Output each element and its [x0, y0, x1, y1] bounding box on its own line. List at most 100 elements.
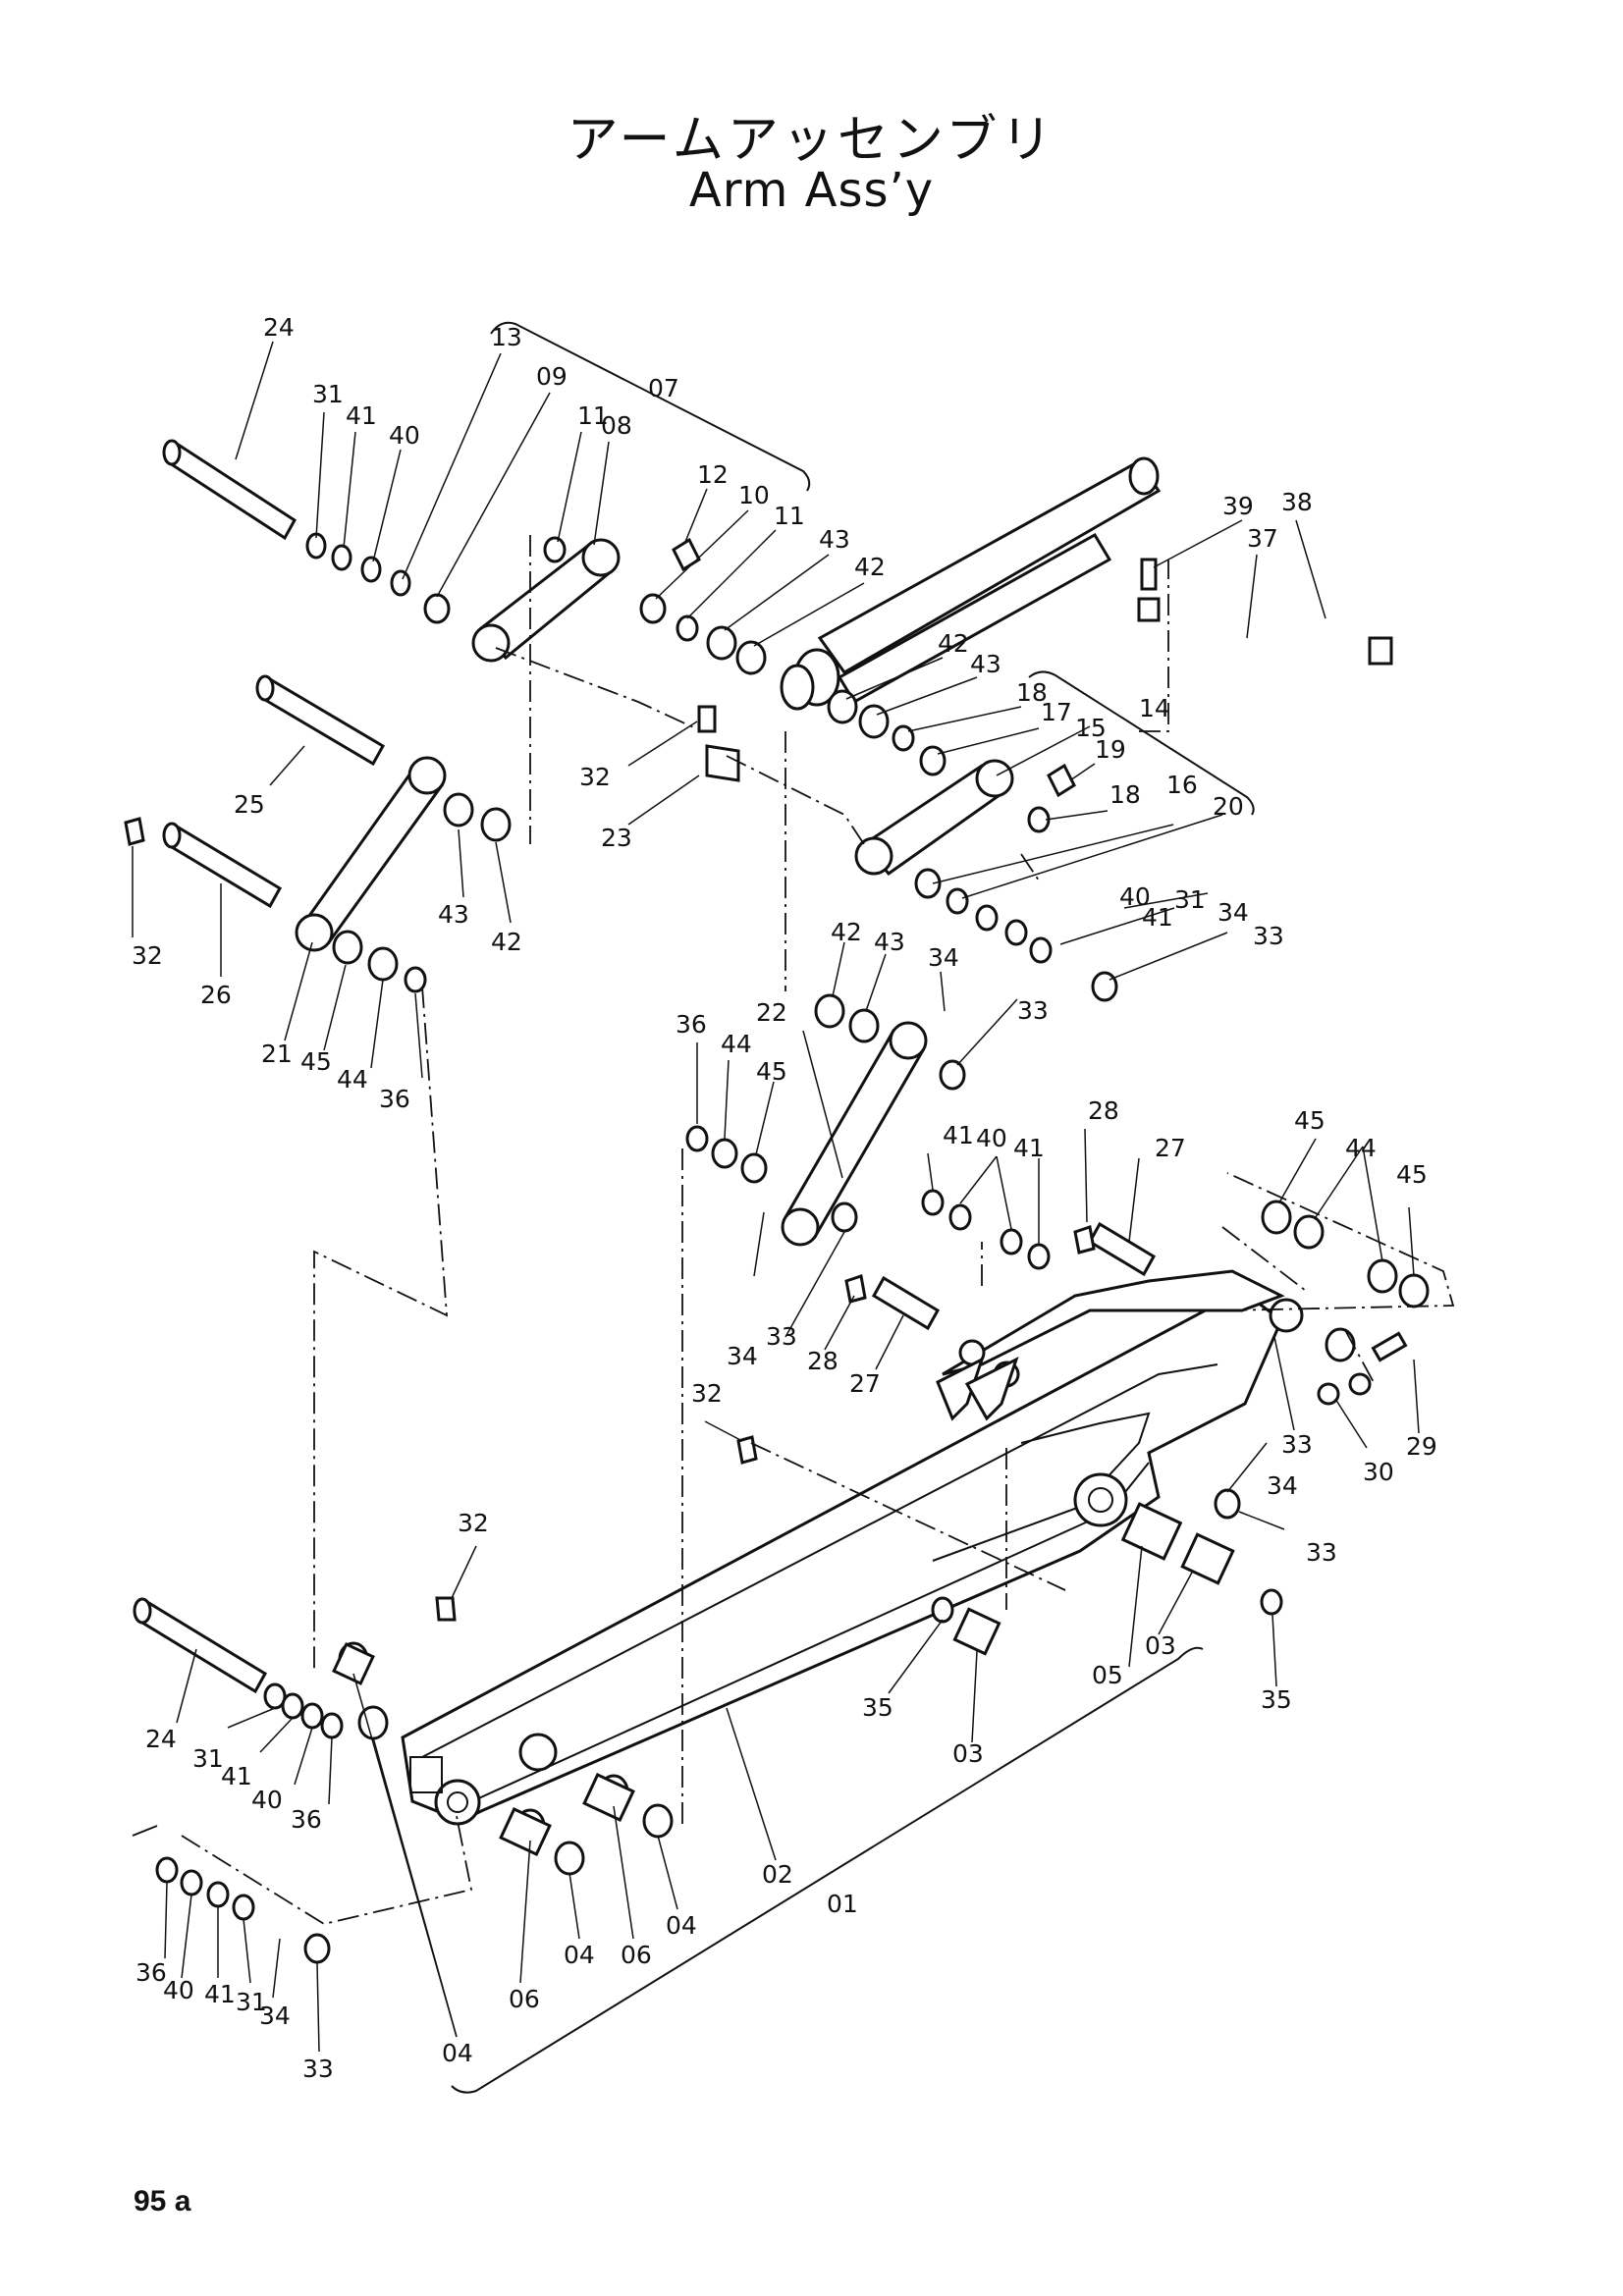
- callout-45: 45: [1294, 1106, 1325, 1135]
- callout-45: 45: [1396, 1160, 1428, 1189]
- callout-31: 31: [1174, 885, 1206, 914]
- callout-34: 34: [1217, 898, 1249, 927]
- page-title-japanese: アームアッセンブリ: [567, 111, 1056, 170]
- assembly-centerlines: [181, 535, 1455, 1925]
- callout-05: 05: [1092, 1661, 1123, 1689]
- callout-labels: 24 31 41 40 13 09 11 08 07 12 10 11 43 4…: [132, 313, 1437, 2083]
- bushings-washers: [155, 532, 1430, 1964]
- callout-33: 33: [1253, 922, 1284, 950]
- callout-11: 11: [577, 401, 609, 430]
- callout-34: 34: [727, 1342, 758, 1370]
- callout-32: 32: [691, 1379, 723, 1408]
- callout-41: 41: [204, 1980, 236, 2008]
- callout-24: 24: [263, 313, 295, 342]
- arm-cylinder: [780, 456, 1162, 711]
- callout-36: 36: [135, 1958, 167, 1987]
- callout-42: 42: [938, 629, 969, 658]
- callout-28: 28: [807, 1347, 839, 1375]
- group-brackets: [132, 321, 1255, 2094]
- callout-36: 36: [676, 1010, 707, 1039]
- callout-09: 09: [536, 362, 568, 391]
- callout-35: 35: [862, 1693, 893, 1722]
- callout-38: 38: [1281, 488, 1313, 516]
- callout-45: 45: [300, 1047, 332, 1076]
- callout-44: 44: [337, 1065, 368, 1094]
- callout-18: 18: [1016, 678, 1048, 707]
- callout-35: 35: [1261, 1685, 1292, 1714]
- callout-33: 33: [766, 1322, 797, 1351]
- callout-42: 42: [831, 918, 862, 946]
- callout-30: 30: [1363, 1458, 1394, 1486]
- callout-44: 44: [1345, 1134, 1377, 1162]
- callout-28: 28: [1088, 1096, 1119, 1125]
- callout-22: 22: [756, 998, 787, 1027]
- callout-17: 17: [1041, 698, 1072, 726]
- callout-08: 08: [601, 411, 632, 440]
- callout-03: 03: [1145, 1631, 1176, 1660]
- callout-43: 43: [819, 525, 850, 554]
- callout-06: 06: [509, 1985, 540, 2013]
- callout-19: 19: [1095, 735, 1126, 764]
- callout-40: 40: [251, 1786, 283, 1814]
- leader-lines: [132, 341, 1420, 2053]
- callout-41: 41: [1013, 1134, 1045, 1162]
- callout-31: 31: [192, 1744, 224, 1773]
- callout-33: 33: [1281, 1430, 1313, 1459]
- callout-40: 40: [976, 1124, 1007, 1152]
- callout-02: 02: [762, 1860, 793, 1889]
- callout-12: 12: [697, 460, 729, 489]
- callout-31: 31: [312, 380, 344, 408]
- page-number: 95 a: [134, 2185, 191, 2217]
- callout-41: 41: [1142, 903, 1173, 932]
- callout-37: 37: [1247, 524, 1278, 553]
- callout-13: 13: [491, 323, 522, 351]
- callout-23: 23: [601, 824, 632, 852]
- callout-36: 36: [379, 1085, 410, 1113]
- callout-39: 39: [1222, 492, 1254, 520]
- page-title-english: Arm Ass’y: [688, 163, 935, 218]
- callout-42: 42: [491, 928, 522, 956]
- callout-18: 18: [1109, 780, 1141, 809]
- callout-31: 31: [236, 1988, 267, 2016]
- callout-03: 03: [952, 1739, 984, 1768]
- callout-32: 32: [132, 941, 163, 970]
- callout-06: 06: [621, 1941, 652, 1969]
- callout-44: 44: [721, 1030, 752, 1058]
- callout-43: 43: [438, 900, 469, 929]
- callout-33: 33: [302, 2055, 334, 2083]
- links: [295, 538, 1014, 1247]
- callout-20: 20: [1213, 792, 1244, 821]
- callout-24: 24: [145, 1725, 177, 1753]
- callout-27: 27: [1155, 1134, 1186, 1162]
- callout-07: 07: [648, 374, 679, 402]
- callout-43: 43: [874, 928, 905, 956]
- callout-14: 14: [1139, 694, 1170, 722]
- callout-40: 40: [1119, 882, 1151, 911]
- callout-33: 33: [1017, 996, 1049, 1025]
- callout-41: 41: [346, 401, 377, 430]
- callout-36: 36: [291, 1805, 322, 1834]
- callout-41: 41: [943, 1121, 974, 1149]
- callout-01: 01: [827, 1890, 858, 1918]
- arm-body: [401, 1269, 1304, 1826]
- callout-43: 43: [970, 650, 1001, 678]
- callout-15: 15: [1075, 714, 1107, 742]
- callout-40: 40: [163, 1976, 194, 2004]
- callout-16: 16: [1166, 771, 1198, 799]
- callout-04: 04: [442, 2039, 473, 2067]
- callout-34: 34: [1267, 1471, 1298, 1500]
- callout-29: 29: [1406, 1432, 1437, 1461]
- callout-10: 10: [738, 481, 770, 509]
- callout-26: 26: [200, 981, 232, 1009]
- callout-34: 34: [259, 2002, 291, 2030]
- hose-assembly: [1137, 558, 1393, 716]
- grease-fittings: [124, 537, 1096, 1622]
- callout-27: 27: [849, 1369, 881, 1398]
- callout-34: 34: [928, 943, 959, 972]
- callout-33: 33: [1306, 1538, 1337, 1567]
- callout-42: 42: [854, 553, 886, 581]
- callout-11: 11: [774, 502, 805, 530]
- callout-45: 45: [756, 1057, 787, 1086]
- callout-04: 04: [564, 1941, 595, 1969]
